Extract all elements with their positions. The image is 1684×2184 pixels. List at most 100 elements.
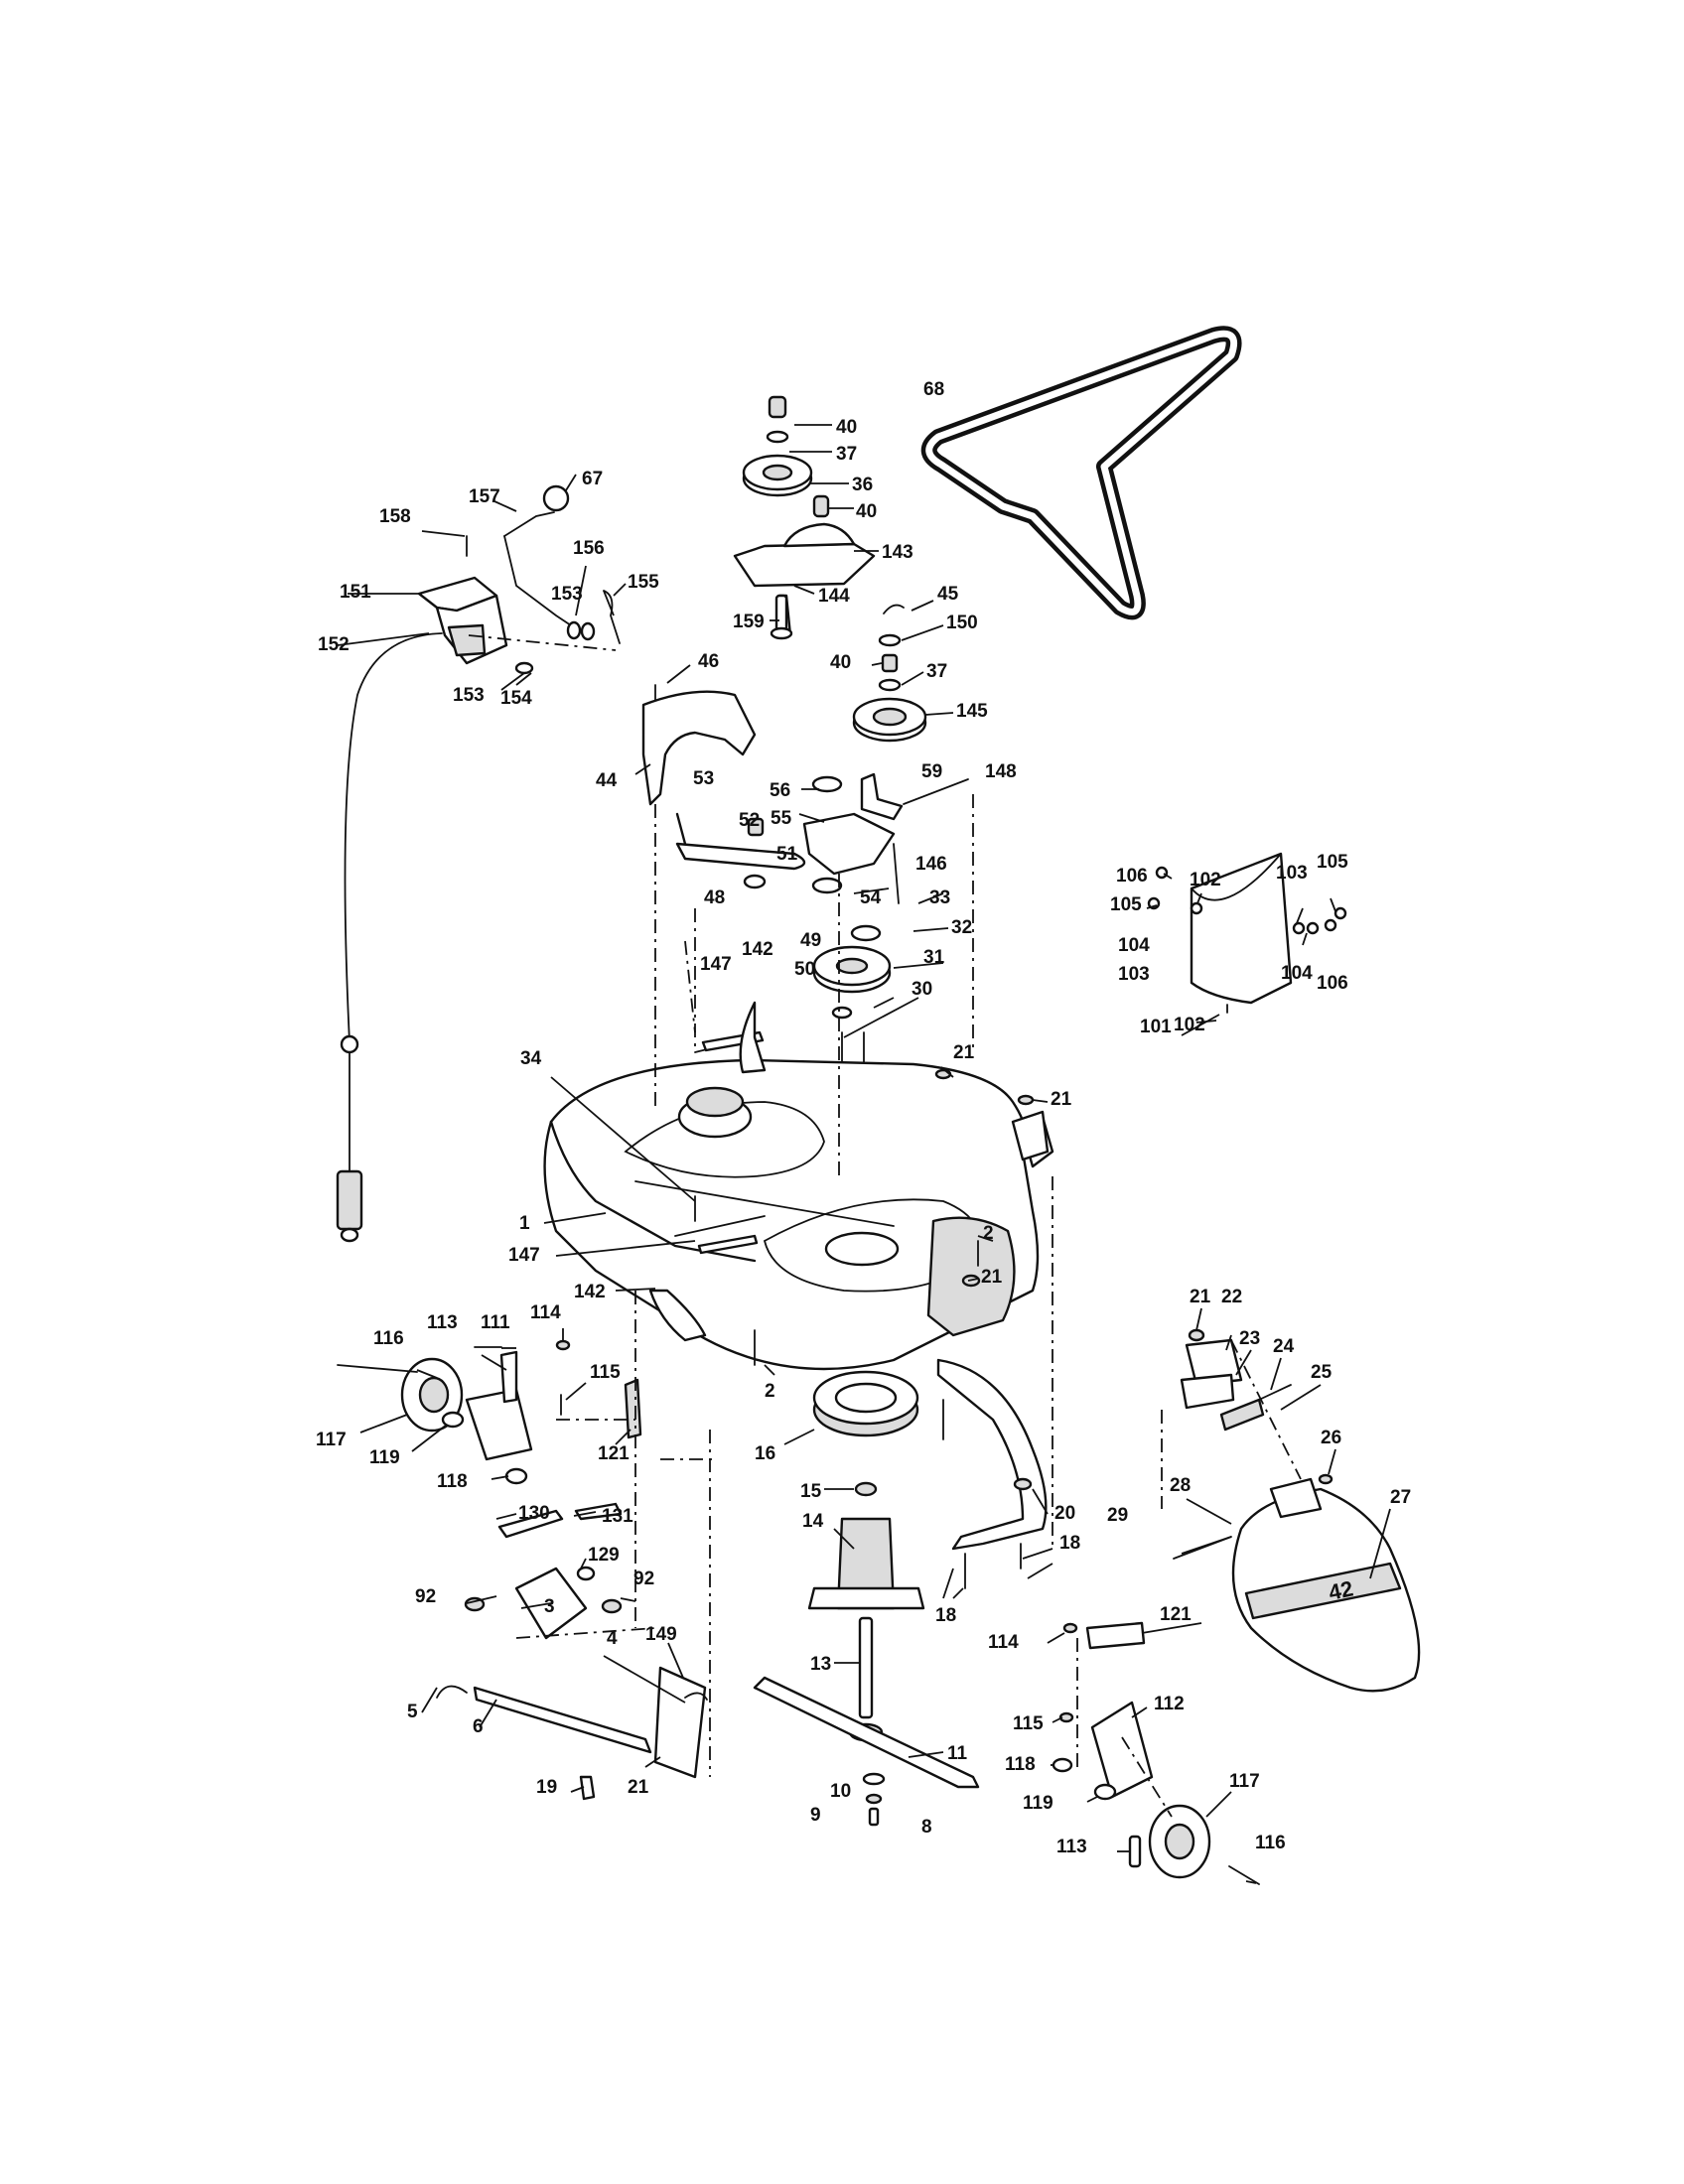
callout-154: 154 xyxy=(500,688,532,709)
callout-148: 148 xyxy=(985,761,1017,782)
callout-2: 2 xyxy=(765,1381,775,1402)
bolt-159 xyxy=(770,594,793,640)
front-hanger-assembly xyxy=(1180,1328,1333,1485)
callout-21: 21 xyxy=(628,1777,649,1798)
callout-8: 8 xyxy=(921,1817,932,1838)
callout-130: 130 xyxy=(518,1503,550,1524)
callout-3: 3 xyxy=(544,1596,555,1617)
callout-118: 118 xyxy=(1005,1754,1036,1775)
callout-92: 92 xyxy=(415,1586,436,1607)
callout-111: 111 xyxy=(481,1312,510,1333)
callout-19: 19 xyxy=(536,1777,557,1798)
callout-144: 144 xyxy=(818,586,850,607)
callout-50: 50 xyxy=(794,959,815,980)
drive-belt xyxy=(920,326,1242,620)
callout-37: 37 xyxy=(836,444,857,465)
callout-36: 36 xyxy=(852,475,873,495)
callout-116: 116 xyxy=(373,1328,404,1349)
callout-14: 14 xyxy=(802,1511,824,1532)
callout-116: 116 xyxy=(1255,1833,1286,1853)
callout-104: 104 xyxy=(1281,963,1313,984)
callout-118: 118 xyxy=(437,1471,468,1492)
callout-114: 114 xyxy=(988,1632,1019,1653)
callout-153: 153 xyxy=(453,685,485,706)
callout-13: 13 xyxy=(810,1654,831,1675)
callout-18: 18 xyxy=(935,1605,956,1626)
callout-157: 157 xyxy=(469,486,500,507)
callout-155: 155 xyxy=(628,572,659,593)
callout-33: 33 xyxy=(929,887,950,908)
callout-104: 104 xyxy=(1118,935,1150,956)
idler-stack xyxy=(852,604,927,743)
callout-152: 152 xyxy=(318,634,350,655)
deflector-marking: 42 xyxy=(1327,1575,1355,1605)
callout-25: 25 xyxy=(1311,1362,1333,1383)
callout-54: 54 xyxy=(860,887,882,908)
callout-32: 32 xyxy=(951,917,972,938)
callout-20: 20 xyxy=(1054,1503,1075,1524)
callout-113: 113 xyxy=(1056,1837,1087,1857)
callout-119: 119 xyxy=(1023,1793,1053,1814)
callout-146: 146 xyxy=(915,854,947,875)
callout-24: 24 xyxy=(1273,1336,1295,1357)
callout-129: 129 xyxy=(588,1545,620,1566)
callout-10: 10 xyxy=(830,1781,851,1802)
callout-151: 151 xyxy=(340,582,371,603)
callout-34: 34 xyxy=(520,1048,542,1069)
callout-131: 131 xyxy=(602,1506,633,1527)
callout-113: 113 xyxy=(427,1312,458,1333)
callout-30: 30 xyxy=(912,979,932,1000)
lift-cable xyxy=(336,632,443,1243)
callout-18: 18 xyxy=(1059,1533,1080,1554)
lift-links xyxy=(648,1001,767,1342)
callout-26: 26 xyxy=(1321,1428,1341,1448)
assembly-lines xyxy=(468,634,1302,1818)
callout-53: 53 xyxy=(693,768,714,789)
callout-40: 40 xyxy=(836,417,857,438)
callout-68: 68 xyxy=(923,379,944,400)
callout-55: 55 xyxy=(771,808,792,829)
callout-92: 92 xyxy=(633,1569,654,1589)
callout-150: 150 xyxy=(946,613,978,633)
lower-lift-assembly xyxy=(436,1502,708,1801)
callout-37: 37 xyxy=(926,661,947,682)
callout-22: 22 xyxy=(1221,1287,1242,1307)
drawing xyxy=(336,326,1421,1885)
callout-102: 102 xyxy=(1174,1015,1205,1035)
callout-40: 40 xyxy=(856,501,877,522)
mower-deck-housing xyxy=(543,1058,1054,1371)
right-wheel-assembly xyxy=(1052,1621,1260,1885)
callout-105: 105 xyxy=(1317,852,1348,873)
callout-112: 112 xyxy=(1154,1694,1185,1714)
rear-link xyxy=(936,1358,1048,1589)
callout-121: 121 xyxy=(598,1443,630,1464)
callout-51: 51 xyxy=(776,844,798,865)
callout-44: 44 xyxy=(596,770,618,791)
callout-16: 16 xyxy=(755,1443,775,1464)
callout-149: 149 xyxy=(645,1624,677,1645)
callout-105: 105 xyxy=(1110,894,1142,915)
discharge-deflector xyxy=(1173,1477,1421,1693)
callout-103: 103 xyxy=(1276,863,1308,884)
callout-115: 115 xyxy=(590,1362,621,1383)
deck-lift-bracket xyxy=(417,484,621,675)
callout-106: 106 xyxy=(1116,866,1148,887)
callout-28: 28 xyxy=(1170,1475,1191,1496)
callout-27: 27 xyxy=(1390,1487,1411,1508)
callout-21: 21 xyxy=(1190,1287,1211,1307)
callout-117: 117 xyxy=(316,1430,347,1450)
deflector-hardware-inset xyxy=(1147,852,1347,1014)
callout-147: 147 xyxy=(508,1245,540,1266)
top-pulley-stack xyxy=(742,395,830,518)
callout-4: 4 xyxy=(607,1628,618,1649)
front-bracket xyxy=(934,1068,1050,1288)
callout-49: 49 xyxy=(800,930,821,951)
callout-5: 5 xyxy=(407,1702,418,1722)
spindle-assembly xyxy=(807,1370,925,1742)
callout-102: 102 xyxy=(1190,870,1221,890)
callout-121: 121 xyxy=(1160,1604,1192,1625)
callout-114: 114 xyxy=(530,1302,561,1323)
callout-143: 143 xyxy=(882,542,913,563)
callout-156: 156 xyxy=(573,538,605,559)
